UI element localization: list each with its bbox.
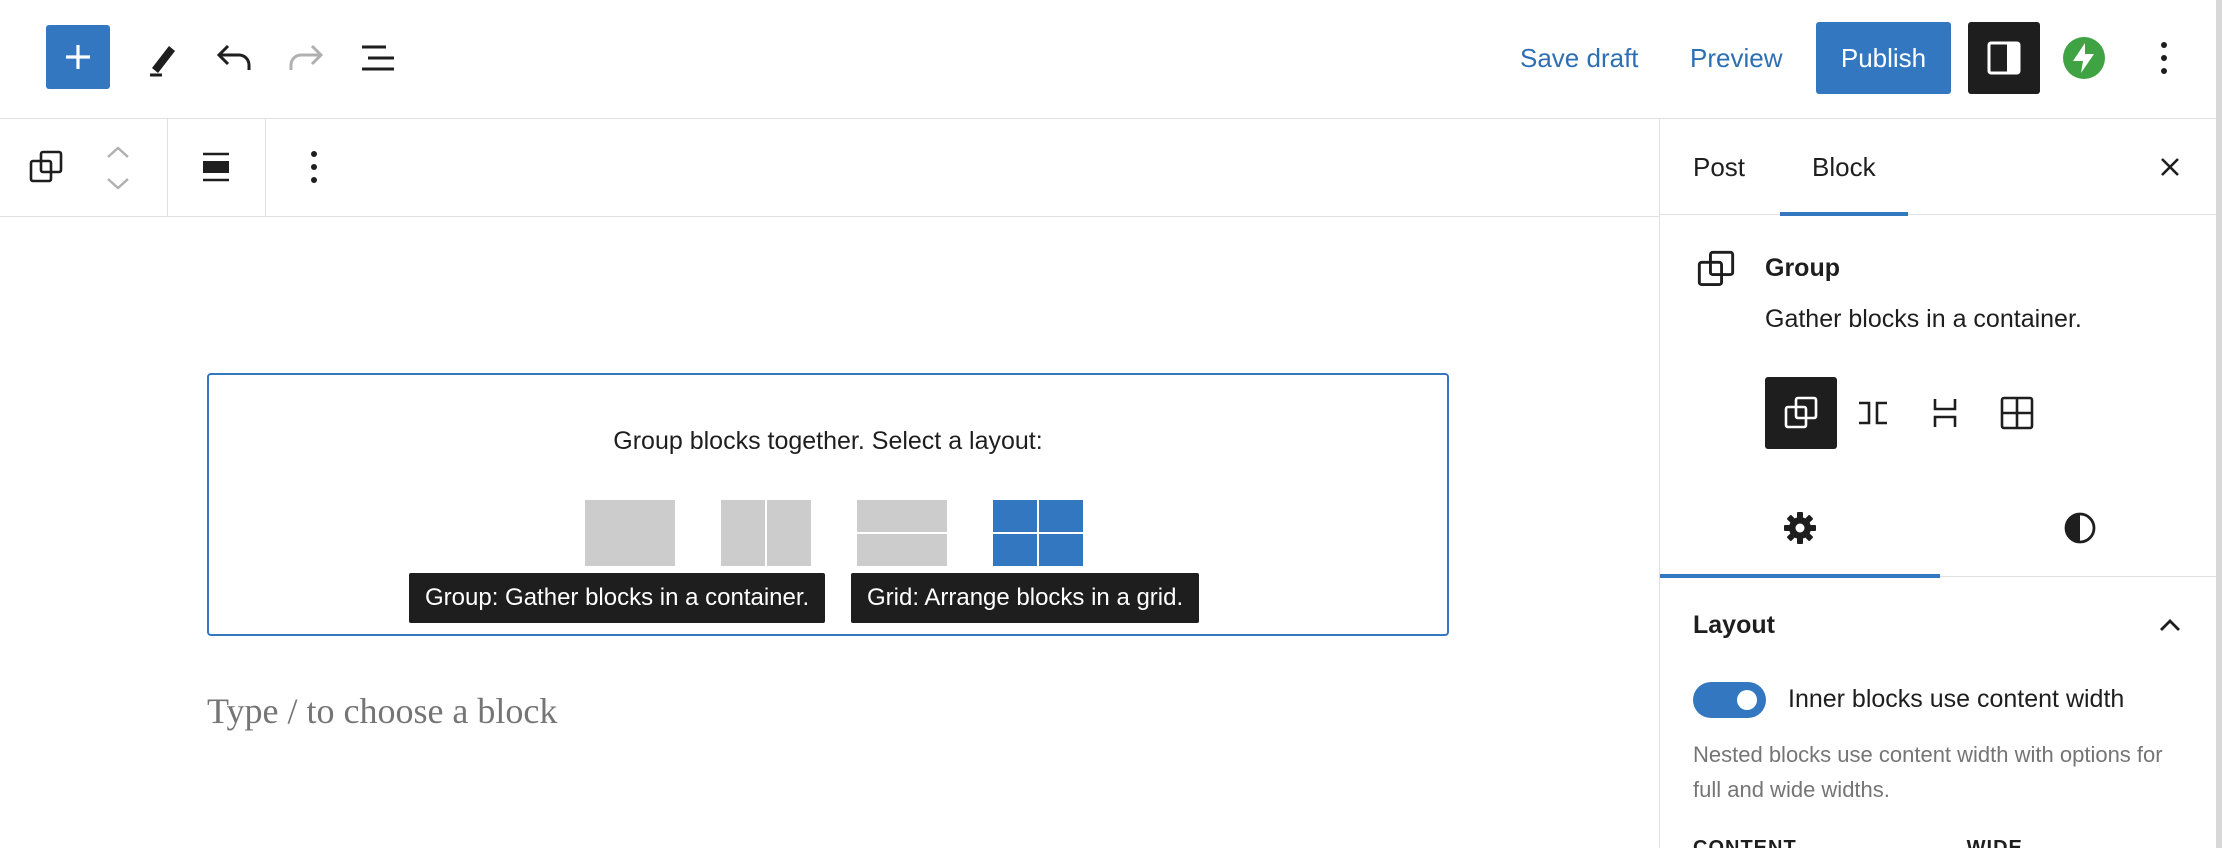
stack-icon (1933, 399, 1957, 427)
tab-styles[interactable] (1940, 479, 2220, 577)
placeholder-instructions: Group blocks together. Select a layout: (613, 427, 1043, 455)
layout-option-group[interactable] (585, 500, 675, 566)
redo-button[interactable] (278, 30, 334, 86)
wide-width-label: WIDE (1966, 837, 2023, 848)
save-draft-button[interactable]: Save draft (1520, 42, 1639, 73)
block-type-button[interactable] (22, 143, 70, 191)
chevron-up-icon (2160, 619, 2180, 631)
undo-button[interactable] (206, 30, 262, 86)
row-layout-icon (721, 500, 811, 566)
content-width-toggle-label: Inner blocks use content width (1788, 685, 2125, 713)
sidebar-tabs: Post Block (1660, 119, 2222, 216)
contrast-icon (2064, 512, 2096, 544)
more-vertical-icon (2161, 42, 2167, 74)
inspector-tabs (1660, 479, 2222, 578)
close-sidebar-button[interactable] (2146, 143, 2194, 191)
stack-layout-icon (857, 500, 947, 566)
variation-row[interactable] (1837, 377, 1909, 449)
row-icon (1859, 401, 1887, 425)
settings-sidebar-toggle[interactable] (1968, 22, 2040, 94)
group-icon (29, 150, 63, 183)
jetpack-icon (2073, 43, 2094, 73)
group-icon (1784, 396, 1818, 429)
content-width-help-text: Nested blocks use content width with opt… (1693, 742, 2163, 802)
layout-option-row[interactable] (721, 500, 811, 566)
move-up-button[interactable] (100, 137, 136, 167)
page-scrollbar[interactable] (2216, 0, 2222, 848)
block-card-icon (1696, 249, 1736, 289)
group-icon (1697, 250, 1735, 286)
content-width-toggle[interactable] (1693, 682, 1766, 718)
settings-sidebar: Post Block Group Gather blocks in a cont… (1659, 119, 2222, 848)
variation-group[interactable] (1765, 377, 1837, 449)
block-card-description: Gather blocks in a container. (1765, 305, 2082, 333)
chevron-up-icon (107, 146, 129, 158)
plus-icon (66, 45, 90, 69)
toolbar-divider (167, 119, 168, 216)
block-inserter-button[interactable] (46, 25, 110, 89)
group-layout-placeholder: Group blocks together. Select a layout: … (207, 373, 1449, 636)
variation-grid[interactable] (1981, 377, 2053, 449)
grid-icon (2000, 396, 2034, 430)
jetpack-button[interactable] (2063, 37, 2105, 79)
document-overview-button[interactable] (350, 30, 406, 86)
content-width-label: CONTENT (1693, 837, 1797, 848)
chevron-down-icon (107, 178, 129, 190)
more-vertical-icon (311, 151, 317, 183)
tab-block[interactable]: Block (1780, 119, 1908, 216)
preview-button[interactable]: Preview (1690, 42, 1783, 73)
align-wide-icon (203, 152, 229, 182)
tooltip-group: Group: Gather blocks in a container. (409, 573, 826, 623)
tab-settings[interactable] (1660, 479, 1940, 578)
toggle-knob (1737, 690, 1757, 710)
editor-header: Save draft Preview Publish (0, 0, 2222, 119)
sidebar-icon (1987, 41, 2021, 75)
layout-panel-toggle[interactable] (2146, 605, 2194, 645)
tools-button[interactable] (134, 30, 190, 86)
width-labels-row: CONTENT WIDE (1693, 837, 2023, 848)
gear-icon (1784, 512, 1816, 544)
default-block-appender[interactable]: Type / to choose a block (207, 691, 558, 731)
layout-option-grid[interactable] (993, 500, 1083, 566)
undo-icon (216, 44, 251, 70)
block-card-title: Group (1765, 254, 1840, 282)
list-view-icon (362, 45, 394, 71)
variation-stack[interactable] (1909, 377, 1981, 449)
publish-button[interactable]: Publish (1816, 22, 1951, 94)
block-toolbar (0, 119, 1659, 217)
group-layout-icon (585, 500, 675, 566)
layout-option-stack[interactable] (857, 500, 947, 566)
align-button[interactable] (192, 143, 240, 191)
tab-post[interactable]: Post (1693, 151, 1746, 182)
close-icon (2161, 158, 2179, 176)
grid-layout-icon (993, 500, 1083, 566)
pencil-icon (150, 46, 175, 77)
tooltip-grid: Grid: Arrange blocks in a grid. (851, 573, 1200, 623)
toolbar-divider (265, 119, 266, 216)
tab-block-label: Block (1812, 151, 1876, 182)
move-down-button[interactable] (100, 169, 136, 199)
options-menu-button[interactable] (2140, 30, 2188, 86)
redo-icon (289, 44, 324, 70)
block-options-button[interactable] (290, 143, 338, 191)
layout-panel-title[interactable]: Layout (1693, 611, 1775, 639)
